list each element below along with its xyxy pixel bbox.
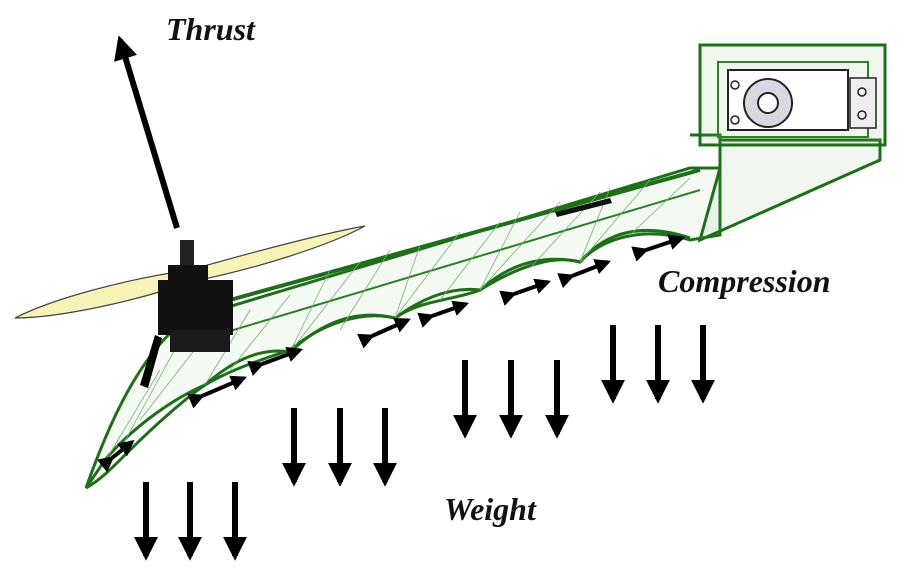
compression-arrow-icon-3 [247,346,304,376]
motor-body [158,280,233,335]
compression-arrow-icon-1 [97,440,135,473]
servo-tab-right [849,77,877,129]
servo-bracket [690,133,882,243]
compression-arrow-icon-4 [357,317,411,349]
motor-icon [158,240,233,352]
motor-base [170,330,230,352]
arm-sticker [555,198,612,217]
servo-screw-1 [730,80,740,90]
thrust-label: Thrust [166,11,256,47]
arm-mid-rail [199,189,701,341]
weight-label: Weight [444,491,537,527]
propeller-blade-left [14,269,191,319]
compression-arrow-icon-2 [187,375,247,409]
weight-arrows [134,325,715,561]
compression-arrows [97,234,686,473]
motor-bell [168,265,208,283]
compression-label: Compression [658,263,830,299]
propeller-blade-right [189,225,366,283]
compression-arrow-icon-6 [499,278,552,306]
thrust-arrow [114,35,180,229]
servo-screw-3 [857,87,867,97]
servo-hub [757,92,779,114]
arm-top-rail [229,168,701,302]
compression-arrow-icon-7 [557,259,611,289]
motor-shaft [180,240,194,270]
motor-strut [140,335,162,388]
servo-screw-2 [730,115,740,125]
servo-screw-4 [857,110,867,120]
compression-arrow-icon-8 [631,234,686,262]
servo-mount [690,43,887,243]
thrust-arrow-icon [114,35,180,229]
compression-arrow-icon-5 [417,300,470,328]
propeller [14,225,366,319]
